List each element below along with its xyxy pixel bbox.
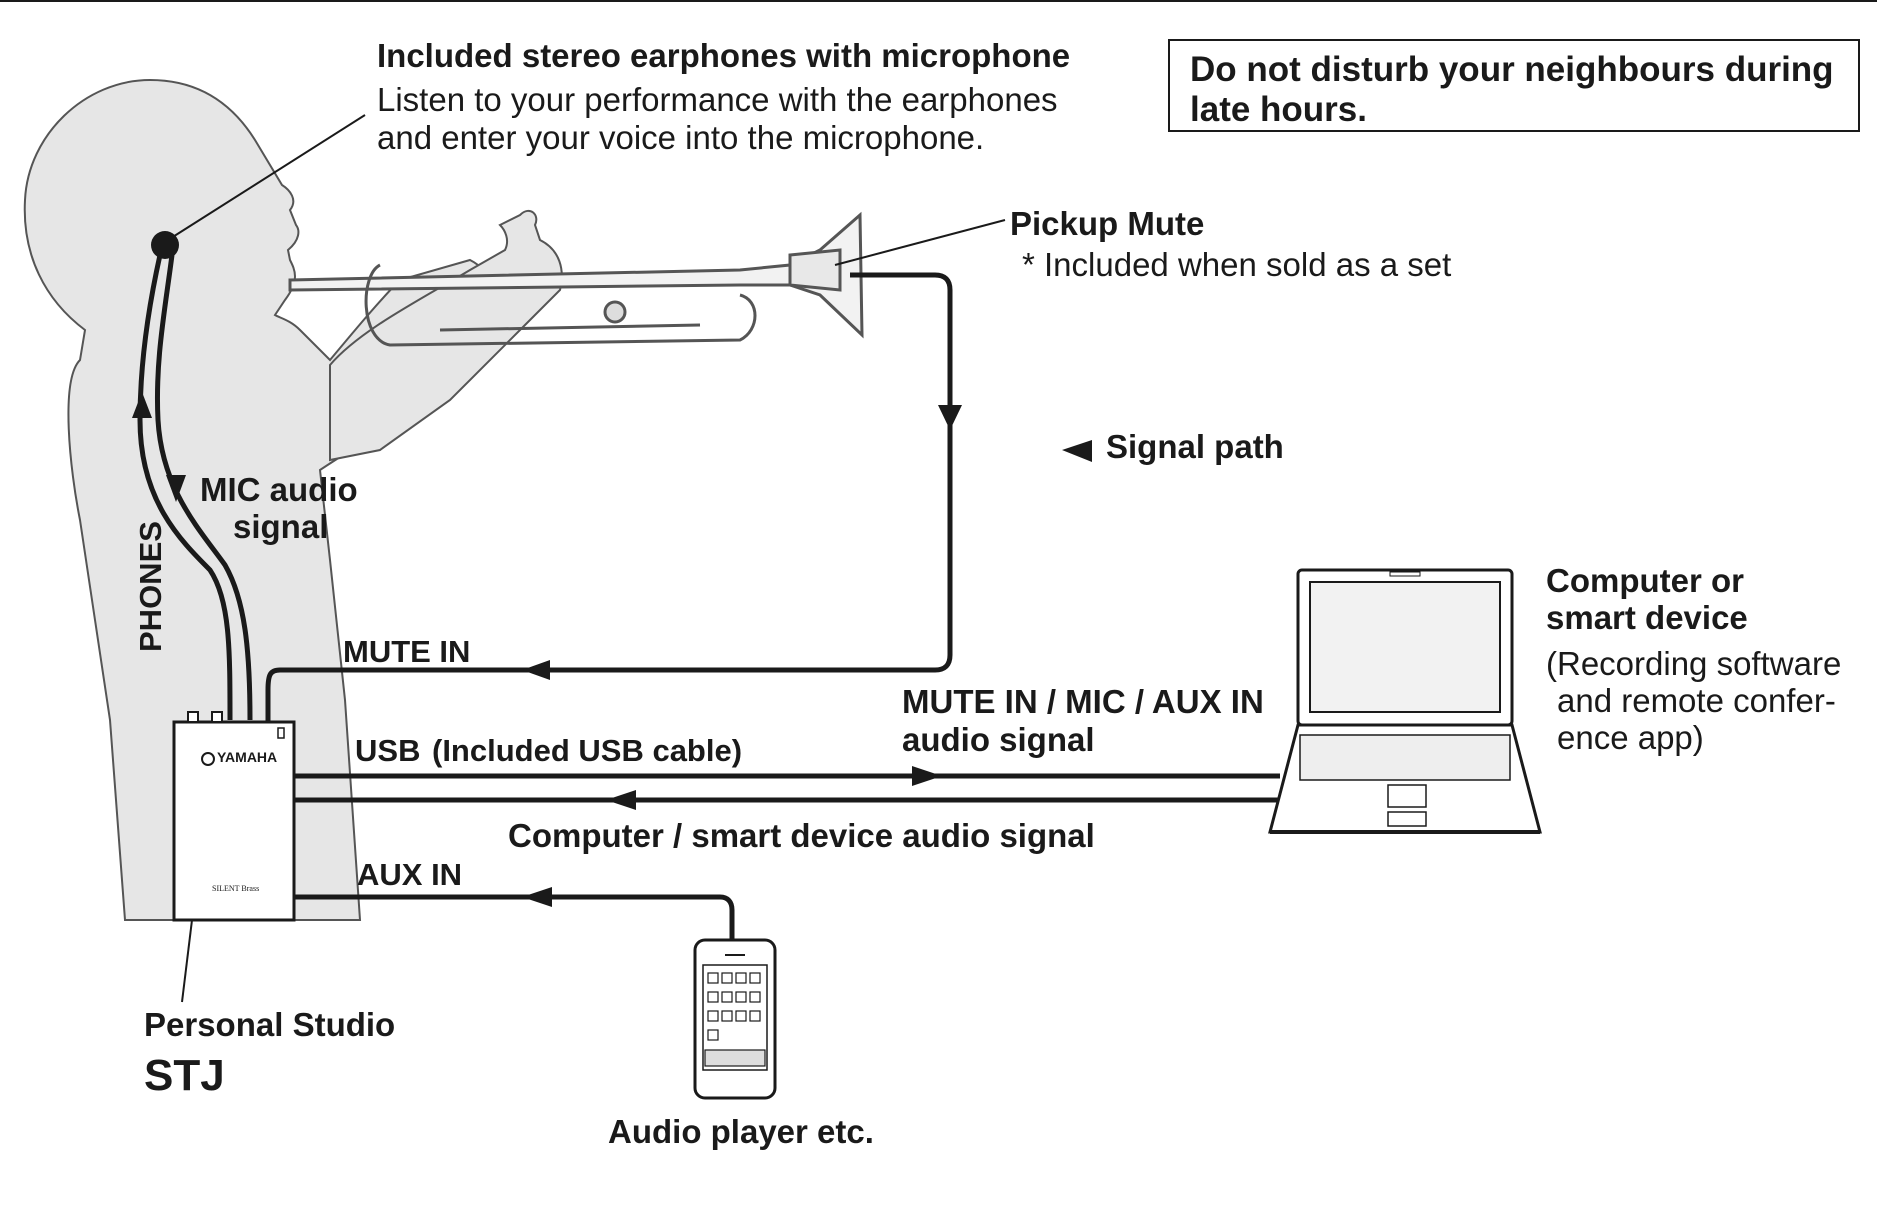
device-callout-line — [181, 919, 193, 1003]
pickup-mute-title: Pickup Mute — [1010, 205, 1205, 242]
send-signal-line1: MUTE IN / MIC / AUX IN — [902, 683, 1264, 720]
stj-device — [172, 711, 296, 922]
computer-desc-line2: and remote confer- — [1557, 682, 1836, 719]
laptop-icon — [1268, 568, 1542, 834]
pickup-mute-note: * Included when sold as a set — [1022, 246, 1452, 283]
notice-box: Do not disturb your neighbours during la… — [1168, 39, 1860, 132]
earphones-desc-line1: Listen to your performance with the earp… — [377, 81, 1058, 118]
usb-send-arrow-icon — [912, 766, 942, 786]
mic-signal-line1: MIC audio — [200, 471, 358, 508]
phones-port-label: PHONES — [133, 521, 168, 652]
pickup-mute-callout-line — [834, 219, 1006, 266]
device-caption-line2: STJ — [144, 1051, 225, 1100]
computer-desc-line3: ence app) — [1557, 719, 1704, 756]
notice-text: Do not disturb your neighbours during la… — [1190, 50, 1834, 130]
computer-title-line2: smart device — [1546, 599, 1748, 636]
device-brand: YAMAHA — [217, 749, 278, 765]
earphones-title: Included stereo earphones with microphon… — [377, 37, 1071, 74]
return-signal-label: Computer / smart device audio signal — [508, 817, 1095, 854]
usb-return-arrow-icon — [606, 790, 636, 810]
device-caption-line1: Personal Studio — [144, 1006, 396, 1043]
usb-cable-note: (Included USB cable) — [432, 733, 743, 768]
signal-path-label: Signal path — [1106, 428, 1284, 465]
earphones-desc-line2: and enter your voice into the microphone… — [377, 119, 985, 156]
phones-up-arrow-icon — [132, 392, 152, 418]
mute-down-arrow-icon — [938, 405, 962, 430]
earphone-cable — [137, 254, 253, 721]
usb-label: USB — [355, 733, 421, 768]
mute-in-label: MUTE IN — [343, 634, 471, 669]
earphone-callout-line — [167, 114, 366, 241]
hand-illustration — [329, 209, 563, 462]
signal-path-arrow-icon — [1062, 440, 1092, 462]
audio-player-icon — [693, 938, 777, 1100]
device-product-line: SILENT Brass — [212, 884, 260, 893]
mute-left-arrow-icon — [522, 660, 550, 680]
computer-title-line1: Computer or — [1546, 562, 1744, 599]
mic-down-arrow-icon — [166, 475, 186, 502]
aux-in-cable — [294, 894, 735, 940]
yamaha-logo-icon — [201, 752, 215, 766]
aux-left-arrow-icon — [522, 887, 552, 907]
computer-desc-line1: (Recording software — [1546, 645, 1842, 682]
trumpet-illustration — [288, 211, 864, 347]
mic-signal-line2: signal — [233, 508, 329, 545]
mute-in-cable — [265, 272, 953, 725]
aux-in-label: AUX IN — [357, 857, 463, 892]
send-signal-line2: audio signal — [902, 721, 1095, 758]
audio-player-label: Audio player etc. — [608, 1113, 874, 1150]
